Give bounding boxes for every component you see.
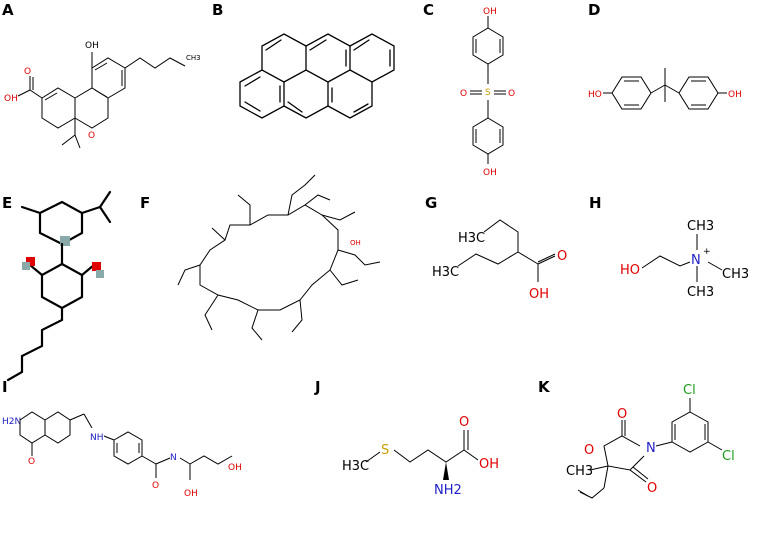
- panel-label-b: B: [212, 1, 223, 19]
- panel-label-c: C: [423, 1, 434, 19]
- e-h-marker-left: [22, 262, 30, 270]
- panel-label-f: F: [140, 194, 150, 212]
- molecule-d: HO OH: [588, 68, 742, 110]
- k-cl-top: Cl: [683, 383, 696, 398]
- panel-label-e: E: [2, 194, 12, 212]
- k-ch3: CH3: [566, 464, 593, 479]
- a-o-carbonyl: O: [24, 67, 31, 77]
- panel-label-i: I: [2, 378, 8, 396]
- d-oh: OH: [728, 90, 742, 100]
- j-o: O: [459, 415, 469, 430]
- molecule-j: H3C S O OH NH2: [342, 415, 499, 498]
- d-ho: HO: [588, 90, 602, 100]
- g-oh: OH: [529, 287, 549, 302]
- c-o-left: O: [460, 89, 467, 99]
- j-s: S: [381, 443, 389, 458]
- a-o-ring: O: [88, 131, 95, 141]
- panel-label-d: D: [588, 1, 600, 19]
- molecule-h: HO N + CH3 CH3 CH3: [620, 219, 749, 300]
- a-ch3: CH3: [186, 54, 201, 62]
- e-o-marker-right: [92, 262, 101, 271]
- h-ho: HO: [620, 263, 640, 278]
- panel-label-j: J: [314, 378, 321, 396]
- g-o: O: [557, 249, 567, 264]
- c-s: S: [485, 88, 491, 98]
- i-nh: NH: [90, 433, 104, 443]
- k-o-carbonyl2: O: [647, 481, 657, 496]
- e-h-marker-top: [60, 236, 70, 246]
- j-oh: OH: [479, 457, 499, 472]
- a-cooh-oh: OH: [4, 94, 18, 104]
- h-ch3-c: CH3: [687, 285, 714, 300]
- i-o2: O: [152, 481, 159, 491]
- molecule-i: H2N O NH O N OH OH: [2, 411, 242, 499]
- h-ch3-a: CH3: [687, 219, 714, 234]
- molecule-c: OH S O O OH: [460, 7, 515, 178]
- a-oh: OH: [85, 41, 99, 51]
- molecule-e: [6, 190, 112, 382]
- c-oh-bottom: OH: [483, 168, 497, 178]
- i-oh1: OH: [228, 463, 242, 473]
- k-n: N: [646, 441, 656, 456]
- i-o: O: [28, 457, 35, 467]
- c-oh-top: OH: [483, 7, 497, 17]
- e-h-marker-right: [96, 270, 104, 278]
- k-o-ring: O: [584, 443, 594, 458]
- f-oh: OH: [350, 239, 361, 247]
- molecule-g: H3C H3C O OH: [432, 219, 567, 302]
- i-h2n: H2N: [2, 417, 21, 427]
- e-o-marker-left: [26, 257, 35, 266]
- i-oh2: OH: [184, 489, 198, 499]
- molecule-f: OH: [177, 174, 381, 341]
- h-ch3-b: CH3: [722, 267, 749, 282]
- h-n: N: [691, 253, 701, 268]
- panel-label-g: G: [425, 194, 437, 212]
- molecule-b: [239, 33, 395, 119]
- j-h3c: H3C: [342, 459, 369, 474]
- h-charge: +: [703, 247, 711, 257]
- panel-label-h: H: [589, 194, 602, 212]
- c-o-right: O: [508, 89, 515, 99]
- panel-label-k: K: [538, 378, 551, 396]
- panel-label-a: A: [2, 1, 14, 19]
- molecule-k: Cl Cl N O O O CH3: [566, 383, 735, 499]
- g-ch3-left: H3C: [432, 265, 459, 280]
- g-ch3-top: H3C: [458, 231, 485, 246]
- k-o-carbonyl1: O: [617, 407, 627, 422]
- k-cl-bottom: Cl: [722, 449, 735, 464]
- i-n: N: [170, 453, 177, 463]
- molecule-a: O OH O OH CH3: [4, 41, 201, 149]
- j-nh2: NH2: [434, 483, 462, 498]
